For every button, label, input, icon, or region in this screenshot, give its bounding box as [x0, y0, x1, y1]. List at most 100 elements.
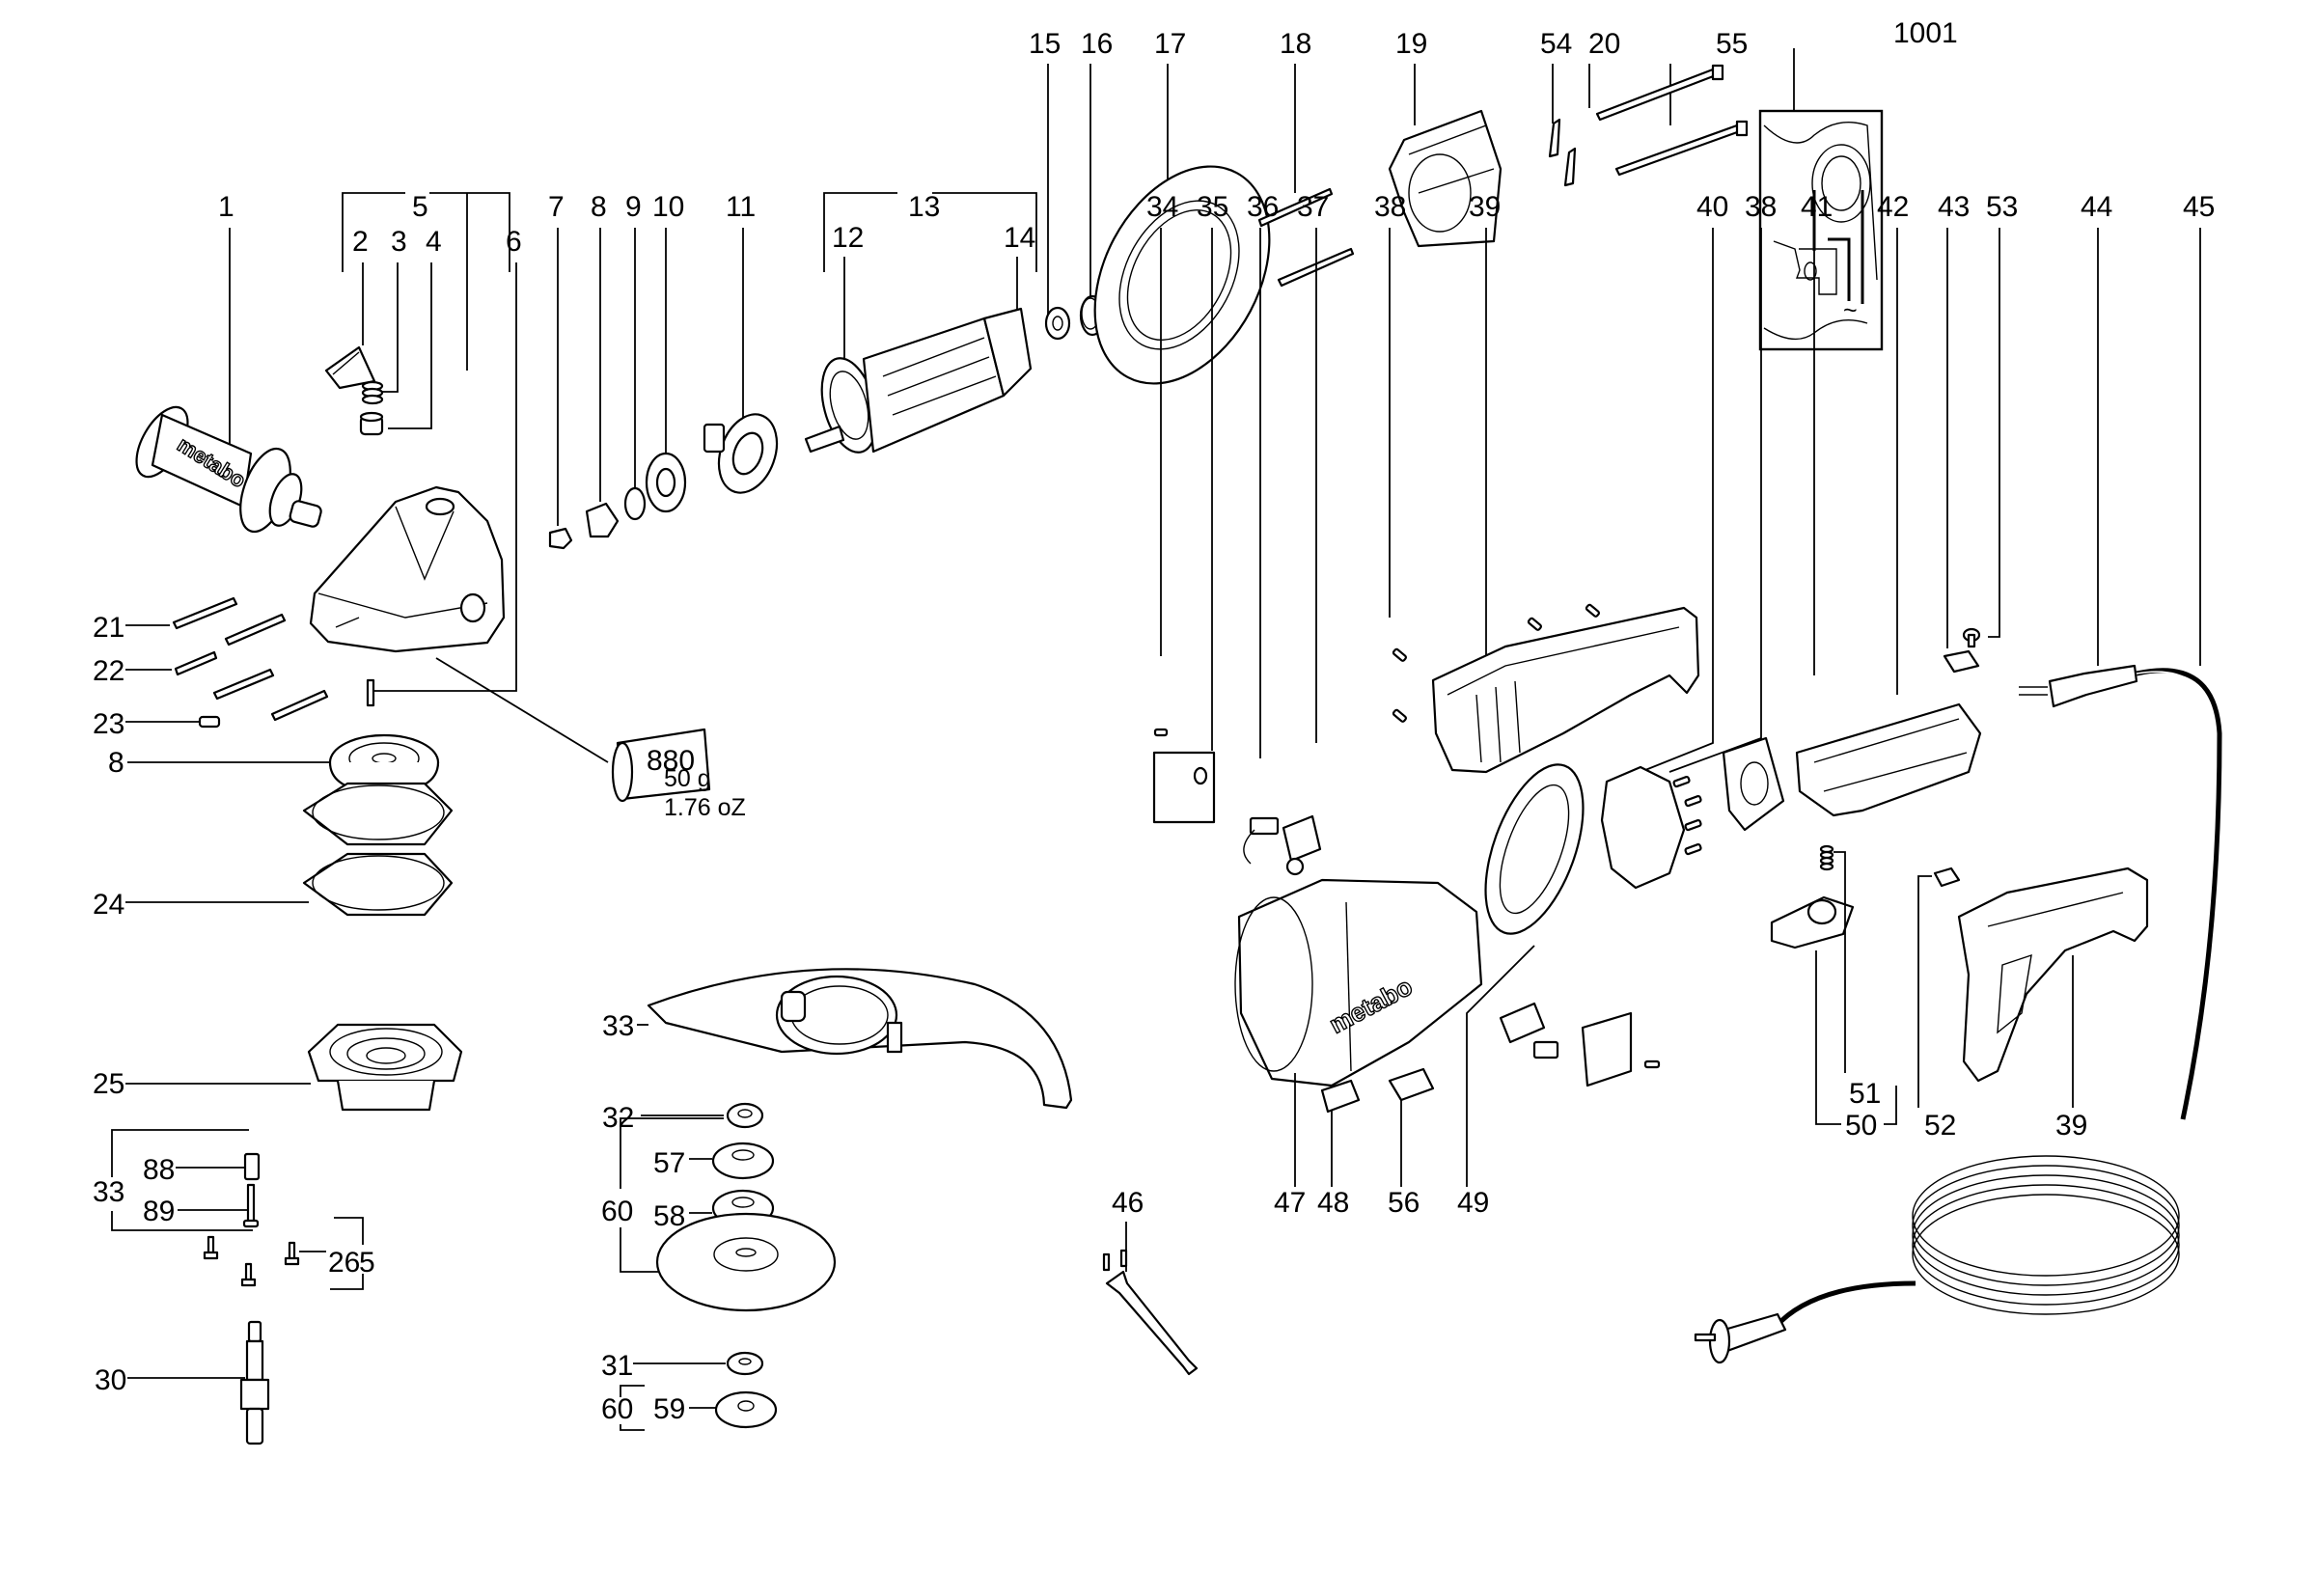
clamping-nut-32 [726, 1102, 764, 1129]
spacer-sleeve [243, 1152, 261, 1181]
callout-36: 36 [1247, 191, 1279, 223]
callout-15: 15 [1029, 28, 1061, 60]
callout-38b: 38 [1745, 191, 1777, 223]
callout-57: 57 [653, 1147, 685, 1179]
switch-slider-50 [1770, 895, 1855, 949]
callout-38: 38 [1374, 191, 1406, 223]
brush-holder-37 [1282, 814, 1322, 876]
mains-plug [1694, 1312, 1787, 1364]
screw-23 [198, 715, 221, 729]
gasket-24 [302, 852, 454, 917]
callout-26: 26 [328, 1247, 360, 1279]
switch-module-42 [1795, 702, 1982, 817]
callout-48: 48 [1317, 1187, 1349, 1219]
leader-6 [372, 262, 517, 692]
callout-49: 49 [1457, 1187, 1489, 1219]
handle-half-upper [1431, 606, 1700, 774]
switch-button-52 [1933, 867, 1961, 888]
leader-grease [435, 657, 609, 763]
callout-5: 5 [412, 191, 428, 223]
bracket-50 [1815, 950, 1897, 1125]
callout-52: 52 [1924, 1110, 1956, 1142]
leader-40 [1640, 228, 1714, 773]
quick-nut-59 [714, 1390, 778, 1429]
callout-24: 24 [93, 889, 124, 921]
callout-43: 43 [1938, 191, 1970, 223]
leader-49 [1466, 945, 1535, 1187]
ac-symbol: ~ [1843, 297, 1858, 324]
callout-6: 6 [506, 226, 522, 258]
callout-11: 11 [726, 191, 756, 223]
callout-10: 10 [652, 191, 684, 223]
hex-nut [548, 527, 573, 550]
field-coil [1388, 109, 1503, 248]
callout-2: 2 [352, 226, 369, 258]
callout-45: 45 [2183, 191, 2215, 223]
callout-23: 23 [93, 708, 124, 740]
callout-35: 35 [1197, 191, 1228, 223]
callout-40: 40 [1696, 191, 1728, 223]
callout-3: 3 [391, 226, 407, 258]
connecting-wire-20 [1595, 64, 1724, 122]
screw-53 [1962, 627, 1981, 648]
callout-41: 41 [1801, 191, 1833, 223]
grinding-disc [655, 1212, 837, 1312]
leader-38b [1668, 228, 1762, 773]
screws-38 [1392, 603, 1601, 723]
screw-89 [242, 1183, 260, 1228]
motor-housing: metabo [1234, 878, 1483, 1087]
bearing-flange [307, 1023, 463, 1112]
wheel-guard [647, 968, 1073, 1110]
grease-weight-metric: 50 g [664, 765, 711, 792]
stator-ring-49 [1484, 763, 1585, 935]
callout-53: 53 [1986, 191, 2018, 223]
air-guide-ring [1093, 165, 1271, 385]
cable-clamp-43 [1943, 649, 1980, 674]
callout-20: 20 [1588, 28, 1620, 60]
callout-88: 88 [143, 1154, 175, 1186]
callout-59: 59 [653, 1393, 685, 1425]
wiring-diagram: ~ [1758, 109, 1884, 351]
leader-4 [388, 262, 432, 429]
callout-5b: 5 [359, 1247, 375, 1279]
pin-6 [366, 678, 375, 707]
clamping-nut-31 [726, 1351, 764, 1376]
callout-19: 19 [1395, 28, 1427, 60]
pin-wrench [1102, 1249, 1199, 1376]
carbon-brush-36 [1243, 816, 1280, 865]
support-flange-57 [711, 1142, 775, 1180]
callout-54: 54 [1540, 28, 1572, 60]
callout-44: 44 [2081, 191, 2112, 223]
labels-48-56 [1320, 1067, 1435, 1114]
callout-1001: 1001 [1893, 17, 1958, 49]
callout-8b: 8 [108, 747, 124, 779]
handle-half-lower [1957, 867, 2149, 1083]
grease-weight-imperial: 1.76 oZ [664, 794, 746, 821]
leader-52 [1917, 875, 1932, 1108]
screws-21-22 [172, 596, 329, 722]
bracket-60b [620, 1385, 645, 1431]
grease-code: 880 [647, 745, 695, 777]
callout-30: 30 [95, 1364, 126, 1396]
brush-holder-lower [1499, 1002, 1661, 1087]
callout-39: 39 [1469, 191, 1501, 223]
gasket-40 [1600, 765, 1686, 890]
callout-37: 37 [1297, 191, 1329, 223]
callout-21: 21 [93, 612, 124, 644]
callout-18: 18 [1280, 28, 1311, 60]
callout-51: 51 [1849, 1078, 1881, 1110]
callout-55: 55 [1716, 28, 1748, 60]
screws-26 [203, 1235, 300, 1287]
bracket-5b [330, 1217, 364, 1290]
callout-4: 4 [426, 226, 442, 258]
callout-1: 1 [218, 191, 234, 223]
callout-22: 22 [93, 655, 124, 687]
callout-50: 50 [1845, 1110, 1877, 1142]
callout-56: 56 [1388, 1187, 1420, 1219]
callout-47: 47 [1274, 1187, 1306, 1219]
ball-bearing [645, 452, 687, 513]
callout-13: 13 [908, 191, 940, 223]
callout-8: 8 [591, 191, 607, 223]
spring [361, 380, 384, 405]
